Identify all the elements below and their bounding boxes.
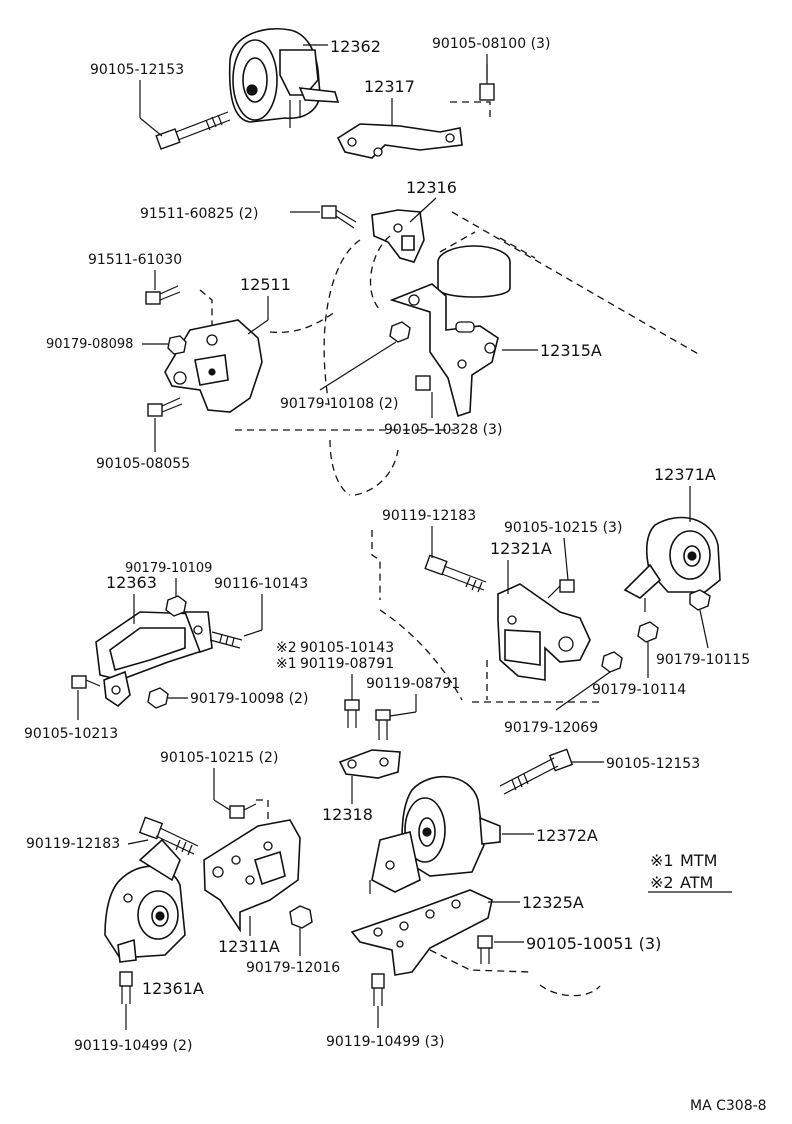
bracket-12315A: [389, 283, 499, 418]
label-90105-10051: 90105-10051 (3): [526, 934, 661, 953]
legend-text-atm: ATM: [680, 873, 713, 892]
nut-90179-12069: [601, 651, 623, 673]
label-12315A: 12315A: [540, 341, 602, 360]
washer-90179-10115: [689, 589, 711, 611]
mount-12361A: [104, 838, 186, 963]
nut-90179-10098: [147, 687, 169, 709]
label-90116-10143: 90116-10143: [214, 576, 308, 592]
label-91511-60825: 91511-60825 (2): [140, 206, 258, 222]
nut-90179-10108: [389, 321, 411, 343]
stud-90116-10143: [209, 631, 243, 649]
bolt-90105-08055: [147, 397, 183, 417]
bracket-12511: [164, 319, 263, 413]
bolt-90119-12183-bot: [138, 816, 199, 856]
legend-mark-1: ※1: [650, 851, 674, 870]
label-90179-12016: 90179-12016: [246, 960, 340, 976]
bracket-12311A: [203, 819, 301, 933]
mark-1: ※1: [276, 656, 297, 672]
label-12371A: 12371A: [654, 465, 716, 484]
engine-outline-upper: [323, 239, 361, 411]
bolt-90105-10213: [71, 675, 101, 689]
mark-2: ※2: [276, 640, 297, 656]
legend: ※1 MTM ※2 ATM: [648, 851, 732, 893]
label-90119-08791-a: 90119-08791: [300, 656, 394, 672]
label-12372A: 12372A: [536, 826, 598, 845]
bolt-90119-08791: [375, 709, 391, 740]
bracket-12318: [338, 749, 401, 779]
engine-cylinder: [437, 245, 511, 298]
label-90105-10215-3: 90105-10215 (3): [504, 520, 622, 536]
bolt-90105-12153-bot: [499, 748, 574, 795]
label-90105-08055: 90105-08055: [96, 456, 190, 472]
bolt-90105-10215-2: [229, 803, 257, 819]
label-12325A: 12325A: [522, 893, 584, 912]
label-90119-12183-bot: 90119-12183: [26, 836, 120, 852]
label-90179-10115: 90179-10115: [656, 652, 750, 668]
label-90179-10114: 90179-10114: [592, 682, 686, 698]
label-12361A: 12361A: [142, 979, 204, 998]
engine-outline-middle: [371, 530, 381, 600]
bolt-90105-10328: [415, 375, 431, 391]
label-90179-08098: 90179-08098: [46, 337, 133, 352]
bolt-91511-60825: [321, 205, 357, 229]
label-12311A: 12311A: [218, 937, 280, 956]
label-90105-12153-top: 90105-12153: [90, 62, 184, 78]
label-90105-10143: 90105-10143: [300, 640, 394, 656]
bracket-12325A: [350, 889, 493, 976]
label-90119-10499-2: 90119-10499 (2): [74, 1038, 192, 1054]
label-90179-10098: 90179-10098 (2): [190, 691, 308, 707]
label-90105-10213: 90105-10213: [24, 726, 118, 742]
label-90105-10328: 90105-10328 (3): [384, 422, 502, 438]
bolt-90105-10051: [477, 935, 493, 964]
bolt-90119-12183-mid: [424, 554, 487, 593]
mount-12363: [95, 611, 213, 708]
label-12511: 12511: [240, 275, 291, 294]
bolt-90119-10499-3: [371, 973, 385, 1006]
bolt-91511-61030: [145, 285, 181, 305]
label-12363: 12363: [106, 573, 157, 592]
label-90119-10499-3: 90119-10499 (3): [326, 1034, 444, 1050]
label-90179-10108: 90179-10108 (2): [280, 396, 398, 412]
bolt-90119-10499-2: [119, 971, 133, 1004]
legend-text-mtm: MTM: [680, 851, 717, 870]
bolt-90105-10143: [344, 699, 360, 728]
nut-90179-08098: [167, 335, 187, 355]
label-12318: 12318: [322, 805, 373, 824]
label-90105-12153-bot: 90105-12153: [606, 756, 700, 772]
part-12362-mount: [228, 28, 340, 128]
label-90179-10109: 90179-10109: [125, 561, 212, 576]
label-90119-12183-mid: 90119-12183: [382, 508, 476, 524]
bolt-90105-10215-3: [547, 579, 575, 599]
mount-12371A: [623, 516, 721, 612]
part-12316-bracket: [371, 209, 425, 263]
label-12317: 12317: [364, 77, 415, 96]
footer-code: MA C308-8: [690, 1098, 767, 1114]
nut-90179-12016: [289, 905, 313, 929]
legend-mark-2: ※2: [650, 873, 674, 892]
label-90105-10215-2: 90105-10215 (2): [160, 750, 278, 766]
bracket-12321A: [497, 583, 591, 681]
bracket-12317: [336, 123, 463, 159]
label-90105-08100: 90105-08100 (3): [432, 36, 550, 52]
label-91511-61030: 91511-61030: [88, 252, 182, 268]
label-90119-08791-b: 90119-08791: [366, 676, 460, 692]
label-12321A: 12321A: [490, 539, 552, 558]
label-12316: 12316: [406, 178, 457, 197]
label-90179-12069: 90179-12069: [504, 720, 598, 736]
nut-90179-10109: [165, 595, 187, 617]
mount-12372A: [369, 776, 501, 894]
label-12362: 12362: [330, 37, 381, 56]
washer-90179-10114: [637, 621, 659, 643]
bolt-90105-12153-top: [155, 111, 231, 150]
